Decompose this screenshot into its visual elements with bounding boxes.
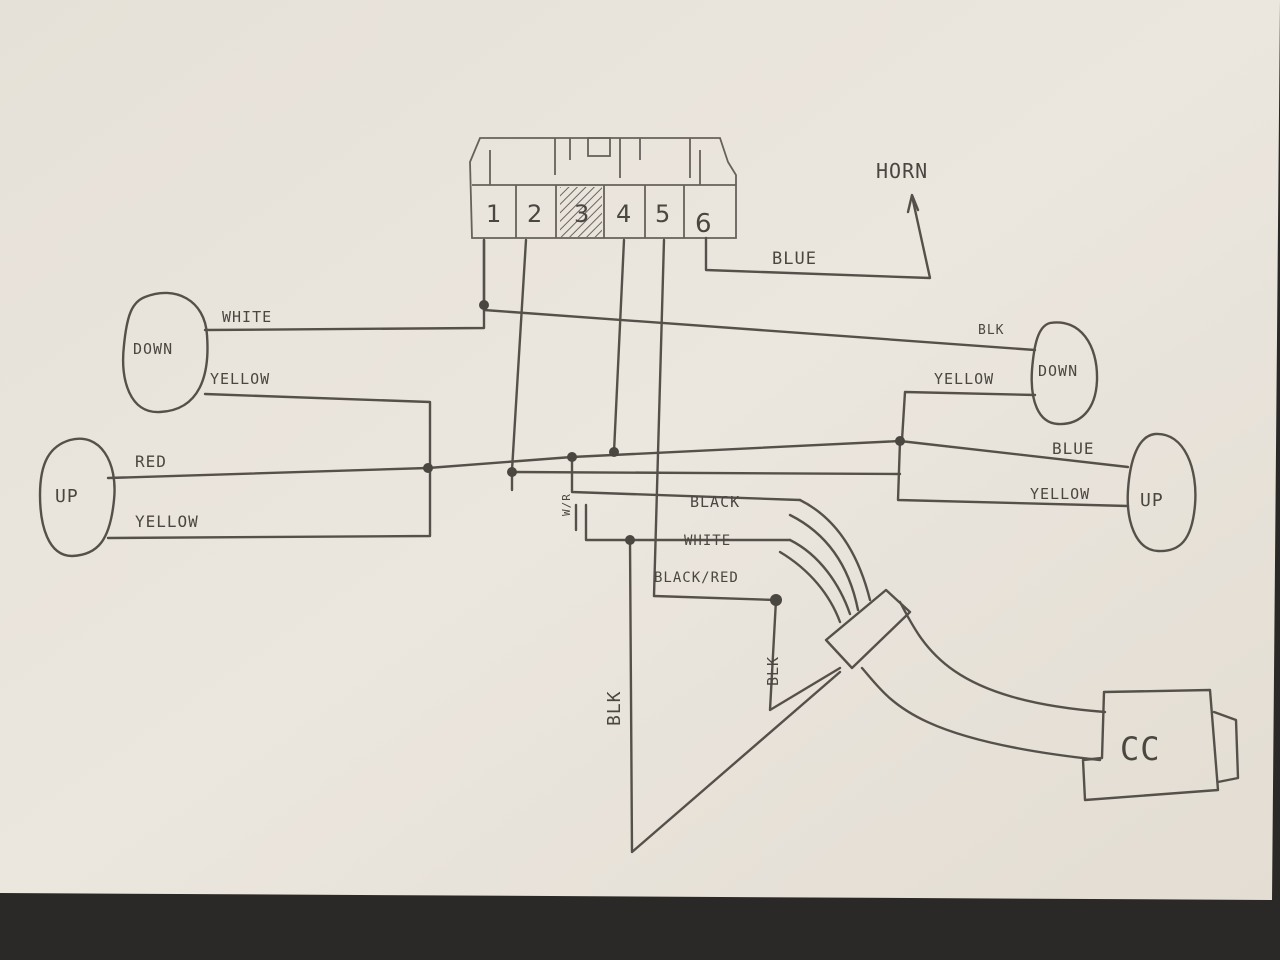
white-mid-label: WHITE bbox=[684, 533, 731, 549]
blk-small-label: BLK bbox=[764, 656, 782, 686]
cc-module: CC bbox=[1081, 688, 1240, 802]
bus-lower bbox=[510, 470, 902, 476]
pin-5-label: 5 bbox=[655, 200, 670, 228]
pin-4-label: 4 bbox=[616, 200, 631, 228]
yellow-right-down-wire bbox=[900, 390, 1037, 442]
junction-dot bbox=[479, 300, 489, 310]
blk-right-label: BLK bbox=[978, 323, 1004, 338]
cc-module-label: CC bbox=[1120, 730, 1161, 768]
junction-dot bbox=[895, 436, 905, 446]
cable-strand-1 bbox=[798, 498, 872, 602]
red-left-wire bbox=[106, 466, 430, 480]
pin-1-label: 1 bbox=[486, 200, 501, 228]
yellow-left-up-label: YELLOW bbox=[135, 512, 199, 531]
pin4-drop bbox=[612, 238, 626, 454]
black-red-wire bbox=[652, 594, 778, 602]
blue-horn-wire-label: BLUE bbox=[772, 249, 817, 269]
yellow-left-down-wire bbox=[203, 392, 432, 470]
white-left-label: WHITE bbox=[222, 308, 272, 326]
right-down-label: DOWN bbox=[1038, 362, 1078, 380]
right-up-label: UP bbox=[1140, 490, 1164, 511]
pin-2-label: 2 bbox=[527, 200, 542, 228]
w-r-label: W/R bbox=[560, 493, 573, 516]
connector-block: 1 2 3 4 5 6 bbox=[469, 137, 737, 239]
yellow-right-down-label: YELLOW bbox=[934, 370, 994, 388]
left-up-switch: UP bbox=[38, 437, 116, 558]
left-up-label: UP bbox=[55, 486, 79, 507]
horn-label: HORN bbox=[876, 159, 928, 183]
horn-output: HORN BLUE bbox=[704, 159, 932, 280]
cable-strand-3 bbox=[788, 538, 852, 616]
junction-dot bbox=[507, 467, 517, 477]
blue-right-wire bbox=[898, 439, 1130, 469]
junction-dot bbox=[567, 452, 577, 462]
cc-cable-upper bbox=[898, 600, 1107, 714]
left-down-label: DOWN bbox=[133, 340, 173, 358]
right-up-switch: UP bbox=[1126, 432, 1197, 553]
right-down-switch: DOWN bbox=[1030, 321, 1099, 426]
left-down-switch: DOWN bbox=[122, 291, 209, 414]
black-right-wire bbox=[482, 308, 1037, 352]
pin-3-label: 3 bbox=[574, 200, 589, 228]
cable-sleeve bbox=[824, 588, 912, 670]
yellow-right-up-wire bbox=[896, 439, 1130, 508]
cc-cable-lower bbox=[860, 666, 1102, 762]
horn-wire bbox=[704, 194, 932, 280]
red-left-label: RED bbox=[135, 452, 167, 471]
white-harness-wire bbox=[584, 503, 792, 542]
black-harness-wire bbox=[570, 455, 802, 502]
cable-strand-2 bbox=[788, 513, 860, 612]
yellow-right-up-label: YELLOW bbox=[1030, 485, 1090, 503]
black-red-label: BLACK/RED bbox=[654, 570, 739, 586]
blk-small-loop bbox=[768, 598, 842, 712]
junction-dots bbox=[423, 300, 905, 606]
yellow-left-down-label: YELLOW bbox=[210, 370, 270, 388]
blue-right-label: BLUE bbox=[1052, 439, 1095, 458]
yellow-left-up-wire bbox=[106, 468, 432, 540]
pin5-drop bbox=[652, 238, 666, 598]
cable-strand-4 bbox=[778, 550, 842, 624]
blk-ground-wire bbox=[628, 538, 842, 854]
black-mid-label: BLACK bbox=[690, 493, 740, 511]
pin-6-label: 6 bbox=[695, 209, 712, 239]
crossed-pin-hatch bbox=[560, 187, 602, 237]
junction-dot bbox=[770, 594, 782, 606]
blk-vertical-label: BLK bbox=[604, 690, 625, 726]
junction-dot bbox=[423, 463, 433, 473]
junction-dot bbox=[609, 447, 619, 457]
junction-dot bbox=[625, 535, 635, 545]
